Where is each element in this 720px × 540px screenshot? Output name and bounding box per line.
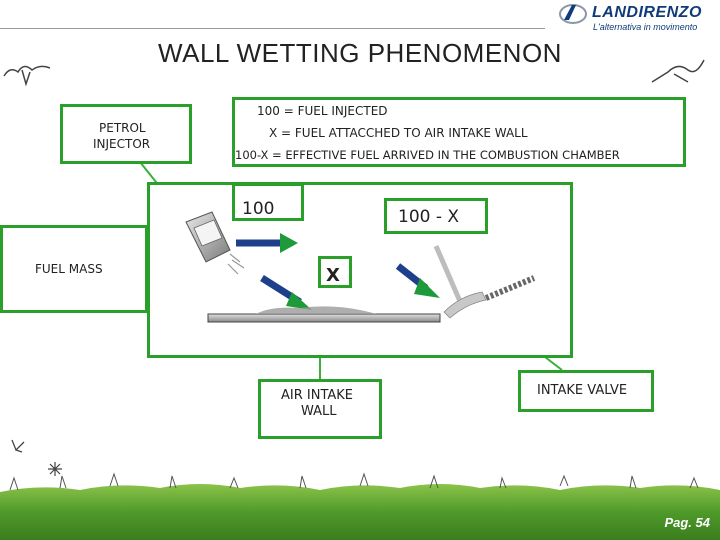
page-title: WALL WETTING PHENOMENON bbox=[158, 38, 562, 68]
value-x-label: X bbox=[326, 265, 340, 286]
doodle-icon bbox=[3, 65, 51, 87]
legend-line-2: X = FUEL ATTACCHED TO AIR INTAKE WALL bbox=[269, 126, 528, 140]
value-100-minus-x-label: 100 - X bbox=[398, 207, 460, 227]
box-100-minus-x bbox=[384, 198, 488, 234]
air-intake-wall-box: AIR INTAKE WALL bbox=[258, 379, 382, 439]
petrol-injector-label-1: PETROL bbox=[99, 121, 146, 135]
legend-box: 100 = FUEL INJECTED X = FUEL ATTACCHED T… bbox=[232, 97, 686, 167]
air-intake-label-2: WALL bbox=[301, 404, 337, 419]
brand-name: LANDIRENZO bbox=[592, 4, 702, 21]
landirenzo-logo-icon bbox=[558, 2, 588, 26]
value-100-label: 100 bbox=[242, 199, 275, 219]
diagram-box: 100 100 - X X bbox=[147, 182, 573, 358]
intake-valve-icon bbox=[433, 245, 536, 319]
petrol-injector-label-2: INJECTOR bbox=[93, 137, 151, 151]
fuel-mass-box: FUEL MASS bbox=[0, 225, 148, 313]
intake-wall-icon bbox=[207, 306, 441, 323]
intake-valve-label: INTAKE VALVE bbox=[537, 383, 628, 398]
doodle-icon bbox=[651, 59, 705, 83]
header-divider bbox=[0, 28, 545, 29]
injector-icon bbox=[185, 211, 245, 275]
legend-line-1: 100 = FUEL INJECTED bbox=[257, 104, 388, 118]
grass-footer bbox=[0, 472, 720, 540]
page-number: Pag. 54 bbox=[664, 515, 710, 530]
brand-tagline: L'alternativa in movimento bbox=[593, 22, 698, 32]
petrol-injector-box: PETROL INJECTOR bbox=[60, 104, 192, 164]
fuel-mass-label: FUEL MASS bbox=[35, 262, 103, 276]
doodle-icon bbox=[48, 462, 62, 476]
intake-valve-box: INTAKE VALVE bbox=[518, 370, 654, 412]
doodle-icon bbox=[11, 439, 25, 453]
legend-line-3: 100-X = EFFECTIVE FUEL ARRIVED IN THE CO… bbox=[235, 148, 620, 162]
box-x bbox=[318, 256, 352, 288]
air-intake-label-1: AIR INTAKE bbox=[281, 388, 354, 403]
box-100 bbox=[232, 183, 304, 221]
